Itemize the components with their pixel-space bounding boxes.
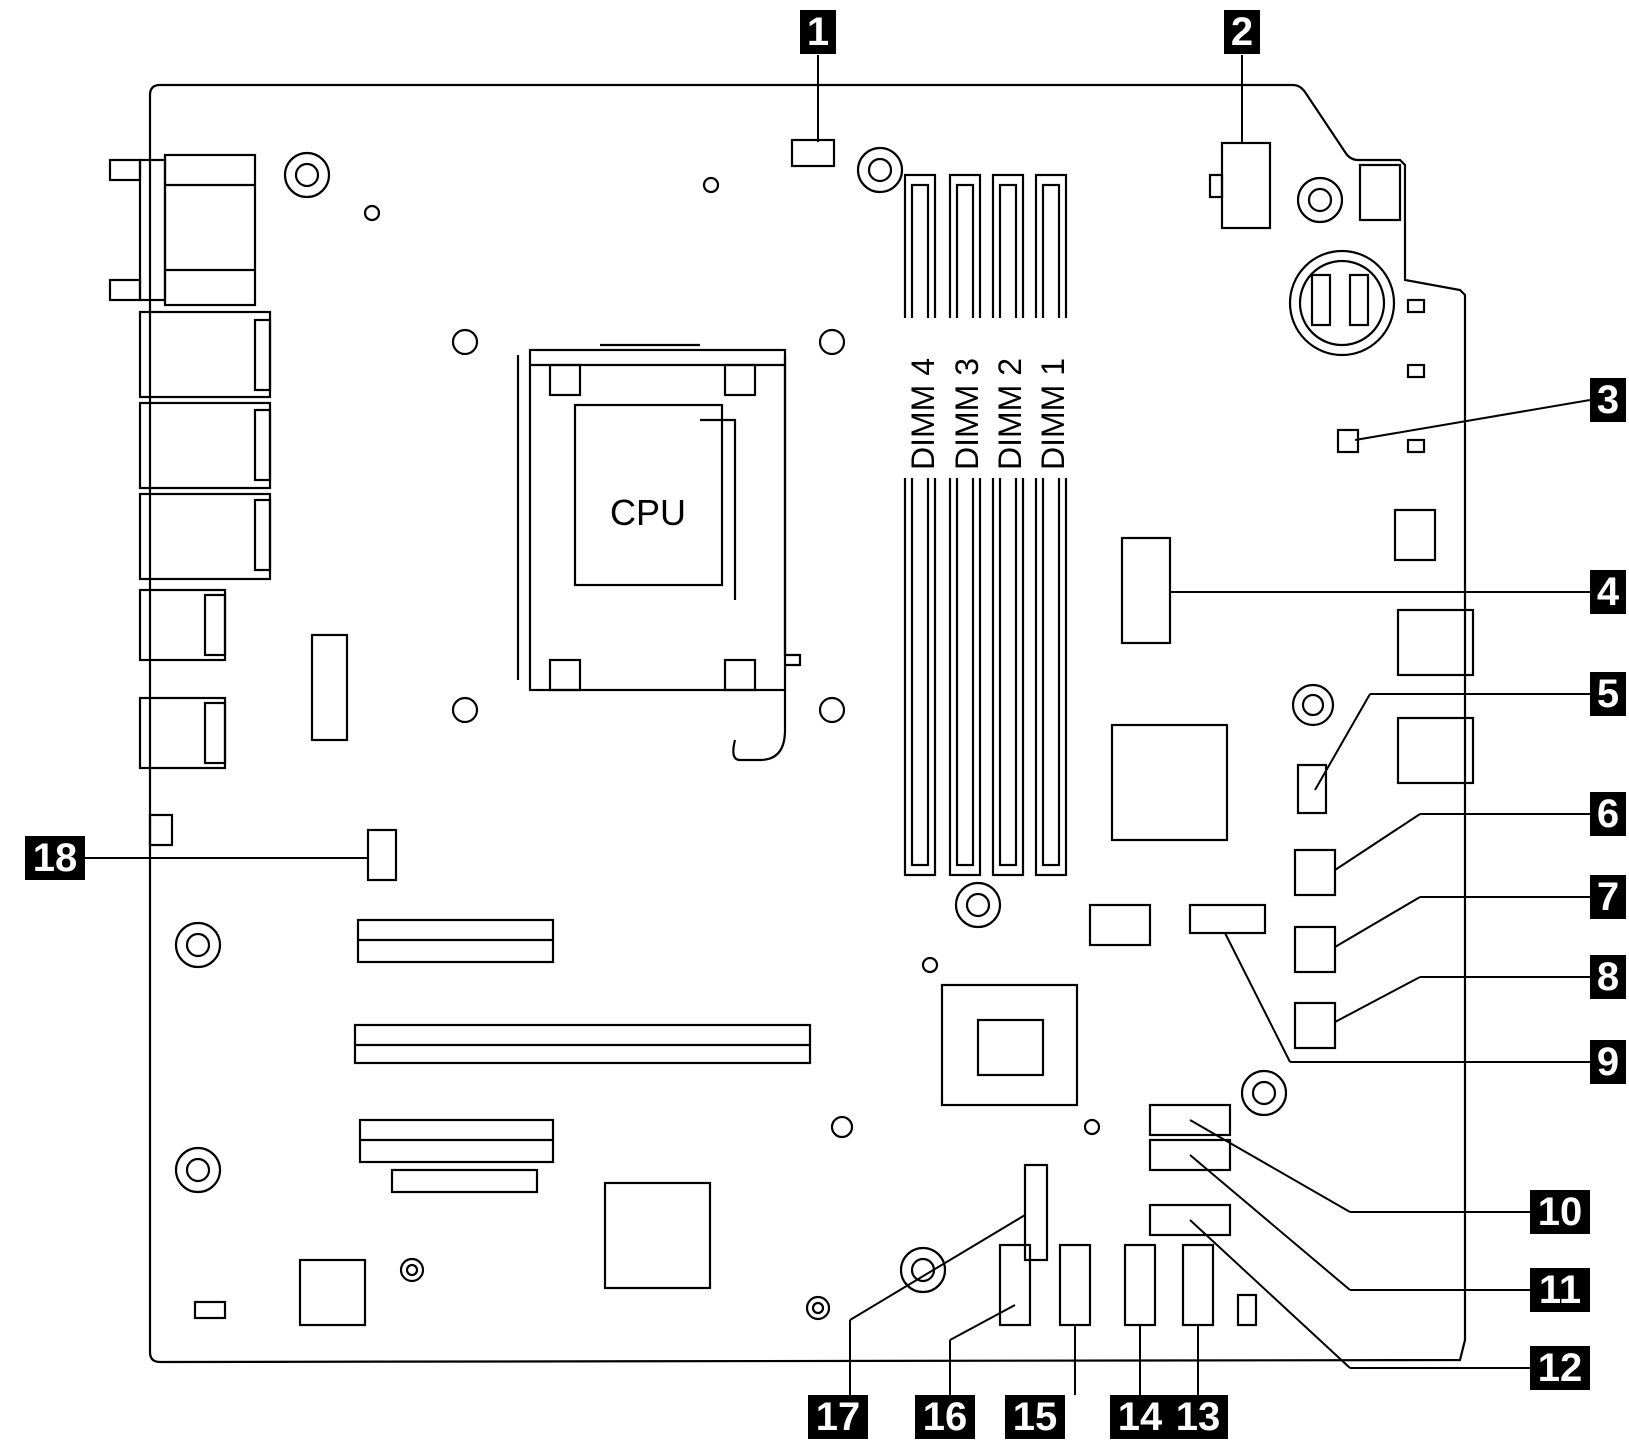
callout-9: 9 <box>1590 1040 1626 1084</box>
dimm-3-label: DIMM 3 <box>949 358 985 470</box>
vga-connector <box>108 153 257 307</box>
callout-4: 4 <box>1590 570 1626 614</box>
callout-5: 5 <box>1590 672 1626 716</box>
connectors <box>193 138 1475 1327</box>
callout-2: 2 <box>1224 10 1260 54</box>
mounting-holes <box>174 146 1344 1321</box>
board-outline <box>148 83 1467 1364</box>
callout-6: 6 <box>1590 792 1626 836</box>
callout-16: 16 <box>915 1395 975 1439</box>
callout-1: 1 <box>800 10 836 54</box>
rear-ports <box>138 310 272 847</box>
pcie-slots <box>353 918 812 1194</box>
dimm-1-label: DIMM 1 <box>1035 358 1071 470</box>
callout-8: 8 <box>1590 955 1626 999</box>
cpu-socket <box>516 343 802 762</box>
callout-17: 17 <box>808 1395 868 1439</box>
callout-12: 12 <box>1530 1346 1590 1390</box>
leader-lines <box>85 55 1591 1395</box>
callout-13: 13 <box>1168 1395 1228 1439</box>
callout-7: 7 <box>1590 875 1626 919</box>
cpu-label: CPU <box>610 492 686 533</box>
dimm-slots <box>900 173 1072 877</box>
callout-11: 11 <box>1530 1268 1590 1312</box>
callout-10: 10 <box>1530 1190 1590 1234</box>
callout-14: 14 <box>1110 1395 1170 1439</box>
dimm-2-label: DIMM 2 <box>992 358 1028 470</box>
callout-18: 18 <box>25 836 85 880</box>
dimm-4-label: DIMM 4 <box>905 358 941 470</box>
callout-3: 3 <box>1590 378 1626 422</box>
callout-15: 15 <box>1005 1395 1065 1439</box>
